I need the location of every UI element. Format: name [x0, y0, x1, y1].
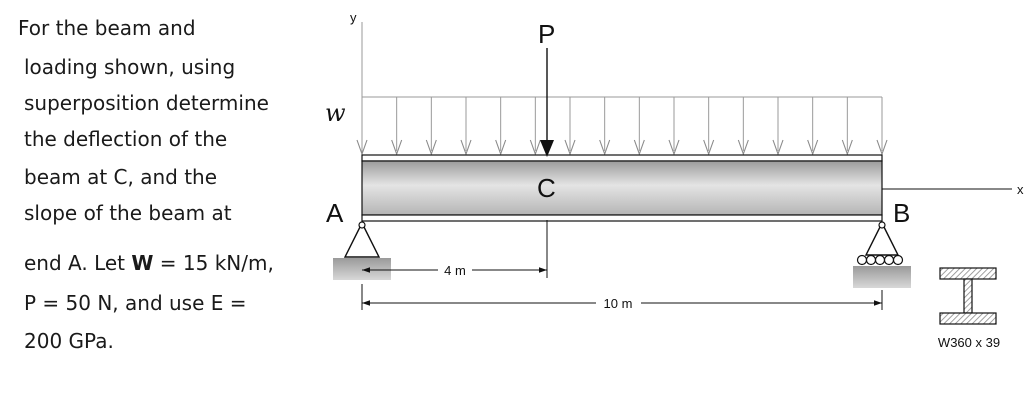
- x-axis-label: x: [1017, 182, 1024, 197]
- distributed-load-arrowhead: [564, 139, 576, 156]
- problem-line-4: the deflection of the: [24, 127, 228, 151]
- beam-web: [361, 160, 883, 216]
- beam-top-flange: [361, 154, 883, 162]
- distributed-load-arrowhead: [807, 139, 819, 156]
- load-w-symbol: W: [131, 251, 154, 275]
- distributed-load-arrowhead: [633, 139, 645, 156]
- dimension-ac-label: 4 m: [444, 263, 466, 278]
- distributed-load-arrowhead: [668, 139, 680, 156]
- problem-line-7-post: = 15 kN/m,: [153, 251, 274, 275]
- load-w-label: w: [325, 99, 346, 127]
- distributed-load-arrowhead: [737, 139, 749, 156]
- point-b-label: B: [893, 198, 910, 228]
- pin-support-a: [333, 221, 391, 280]
- point-a-label: A: [326, 198, 344, 228]
- distributed-load-arrowhead: [599, 139, 611, 156]
- distributed-load-arrowhead: [703, 139, 715, 156]
- dimension-ab: 10 m: [361, 284, 883, 311]
- wide-flange-section-icon: [939, 267, 997, 325]
- point-load-label: P: [538, 19, 555, 49]
- roller-support-b: [853, 221, 911, 288]
- distributed-load-arrowhead: [425, 139, 437, 156]
- problem-line-2: loading shown, using: [24, 55, 236, 79]
- distributed-load-arrowhead: [460, 139, 472, 156]
- distributed-load-arrows: [356, 97, 888, 156]
- problem-line-1: For the beam and: [18, 16, 196, 40]
- problem-line-9: 200 GPa.: [24, 329, 114, 353]
- problem-line-7: end A. Let W = 15 kN/m,: [24, 251, 274, 275]
- problem-line-6: slope of the beam at: [24, 201, 232, 225]
- beam-bottom-flange: [361, 214, 883, 222]
- problem-line-8: P = 50 N, and use E =: [24, 291, 247, 315]
- problem-line-3: superposition determine: [24, 91, 269, 115]
- distributed-load-arrowhead: [495, 139, 507, 156]
- distributed-load-arrowhead: [356, 139, 368, 156]
- distributed-load-arrowhead: [772, 139, 784, 156]
- distributed-load-arrowhead: [876, 139, 888, 156]
- y-axis-label: y: [350, 10, 357, 25]
- distributed-load-arrowhead: [841, 139, 853, 156]
- distributed-load-arrowhead: [391, 139, 403, 156]
- dimension-ac: 4 m: [362, 220, 548, 278]
- point-c-label: C: [537, 173, 556, 203]
- section-label: W360 x 39: [938, 335, 1000, 350]
- point-load-arrowhead: [540, 140, 554, 157]
- problem-line-7-pre: end A. Let: [24, 251, 132, 275]
- dimension-ab-label: 10 m: [604, 296, 633, 311]
- distributed-load-arrowhead: [529, 139, 541, 156]
- problem-statement: For the beam and loading shown, using su…: [0, 0, 300, 402]
- problem-line-5: beam at C, and the: [24, 165, 218, 189]
